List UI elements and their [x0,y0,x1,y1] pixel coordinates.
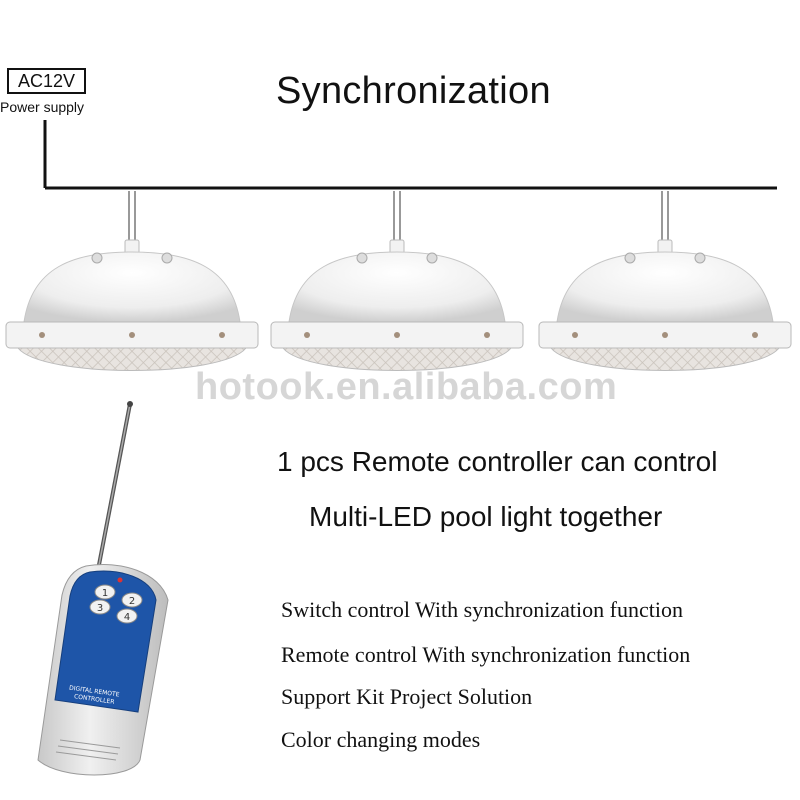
svg-text:3: 3 [97,603,103,614]
svg-text:1: 1 [102,588,108,599]
power-supply-box: AC12V [7,68,86,94]
pool-light-3 [538,191,792,371]
remote-button-2: 2 [121,592,143,608]
feature-item-1: Switch control With synchronization func… [281,597,683,622]
feature-item-3: Support Kit Project Solution [281,684,533,709]
page-title: Synchronization [276,70,551,112]
remote-button-3: 3 [89,599,111,615]
pool-light-1 [5,191,259,371]
power-supply-label: Power supply [0,99,85,115]
remote-controller: 1 2 3 4 DIGITAL REMOTE CONTROLLER [37,401,169,776]
feature-item-2: Remote control With synchronization func… [281,642,691,667]
pool-light-2 [270,191,524,371]
headline-line-2: Multi-LED pool light together [309,501,663,532]
remote-button-1: 1 [94,584,116,600]
headline-line-1: 1 pcs Remote controller can control [277,446,718,477]
watermark: hotook.en.alibaba.com [195,366,618,408]
remote-button-4: 4 [116,608,138,624]
svg-text:2: 2 [129,596,135,607]
svg-text:4: 4 [124,612,130,623]
feature-item-4: Color changing modes [281,727,481,752]
